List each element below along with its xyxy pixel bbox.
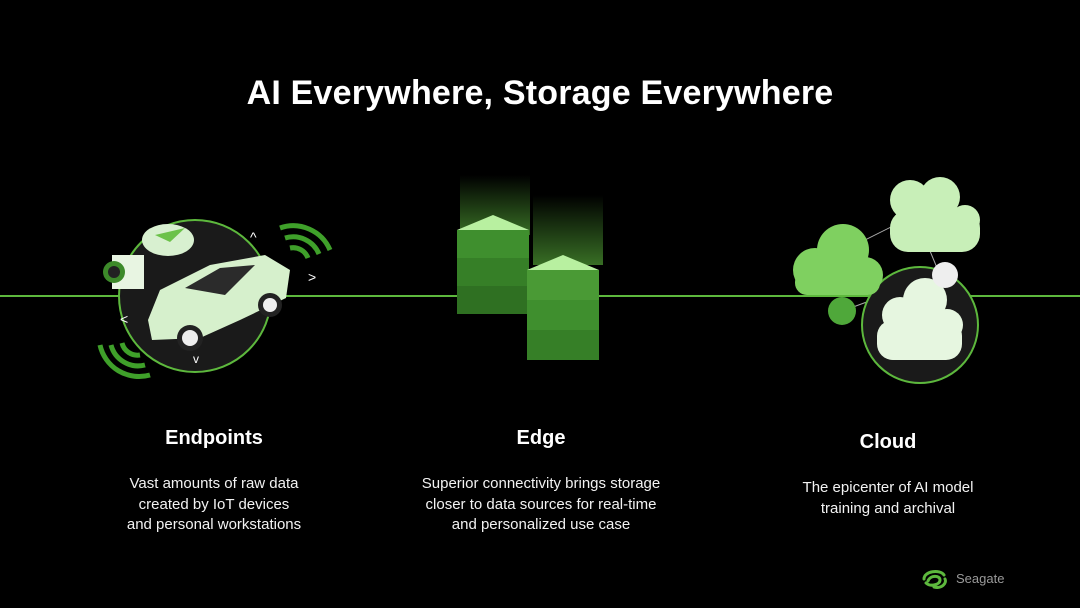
svg-text:<: <	[120, 311, 128, 327]
column-edge: Edge Superior connectivity brings storag…	[391, 427, 691, 536]
svg-text:>: >	[308, 269, 316, 285]
column-heading: Edge	[516, 427, 566, 449]
slide-title: AI Everywhere, Storage Everywhere	[246, 74, 834, 112]
cloud-network-icon	[793, 177, 980, 384]
brand-name: Seagate	[956, 570, 1005, 586]
car-sensors-icon: ^ > < v	[97, 219, 333, 380]
column-heading: Cloud	[859, 431, 917, 453]
column-heading: Endpoints	[165, 427, 263, 449]
svg-text:v: v	[193, 352, 199, 366]
seagate-logo: Seagate	[920, 567, 1004, 589]
svg-text:^: ^	[250, 229, 257, 245]
server-stack-icon	[457, 175, 603, 360]
seagate-swirl-icon	[922, 570, 947, 589]
